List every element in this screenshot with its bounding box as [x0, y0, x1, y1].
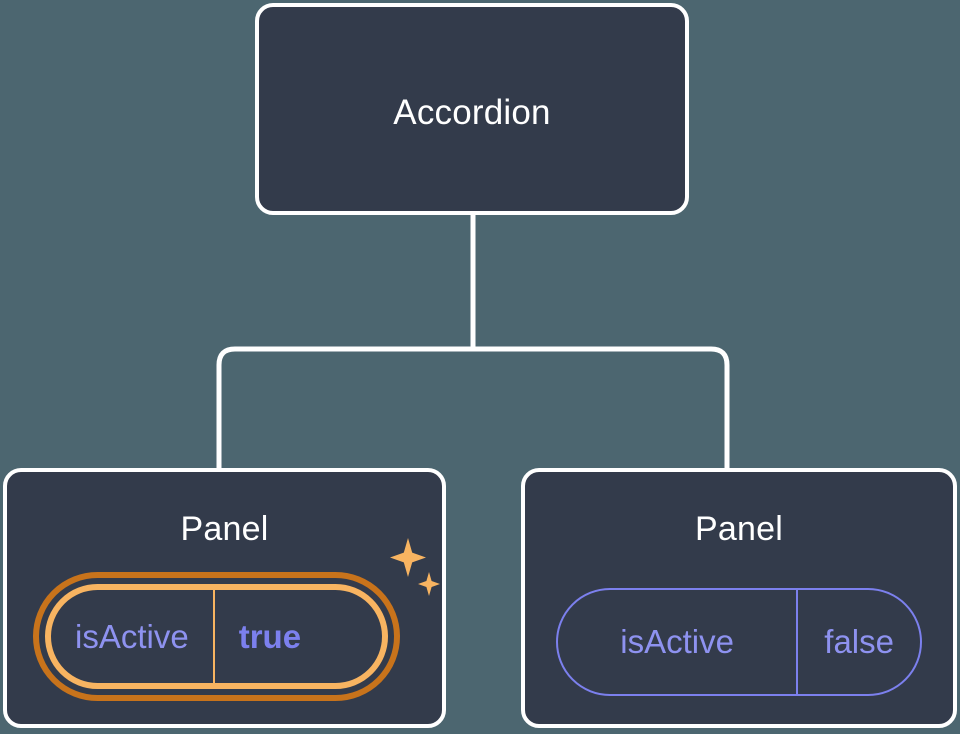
prop-key-label: isActive	[558, 590, 799, 694]
connector-branch-right	[473, 346, 730, 468]
prop-pill-inner-ring: isActive true	[45, 584, 388, 689]
prop-pill-isactive-true[interactable]: isActive true	[33, 572, 400, 701]
prop-value-label: false	[824, 623, 894, 660]
node-accordion-title: Accordion	[393, 93, 551, 132]
prop-key-label: isActive	[51, 590, 215, 683]
prop-pill-isactive-false[interactable]: isActive false	[556, 588, 922, 696]
prop-value-label: true	[238, 617, 302, 655]
node-accordion[interactable]: Accordion	[255, 3, 689, 215]
node-panel-inactive-title: Panel	[695, 510, 783, 548]
node-panel-active-title: Panel	[180, 510, 269, 548]
connector-branch-left	[216, 346, 473, 468]
